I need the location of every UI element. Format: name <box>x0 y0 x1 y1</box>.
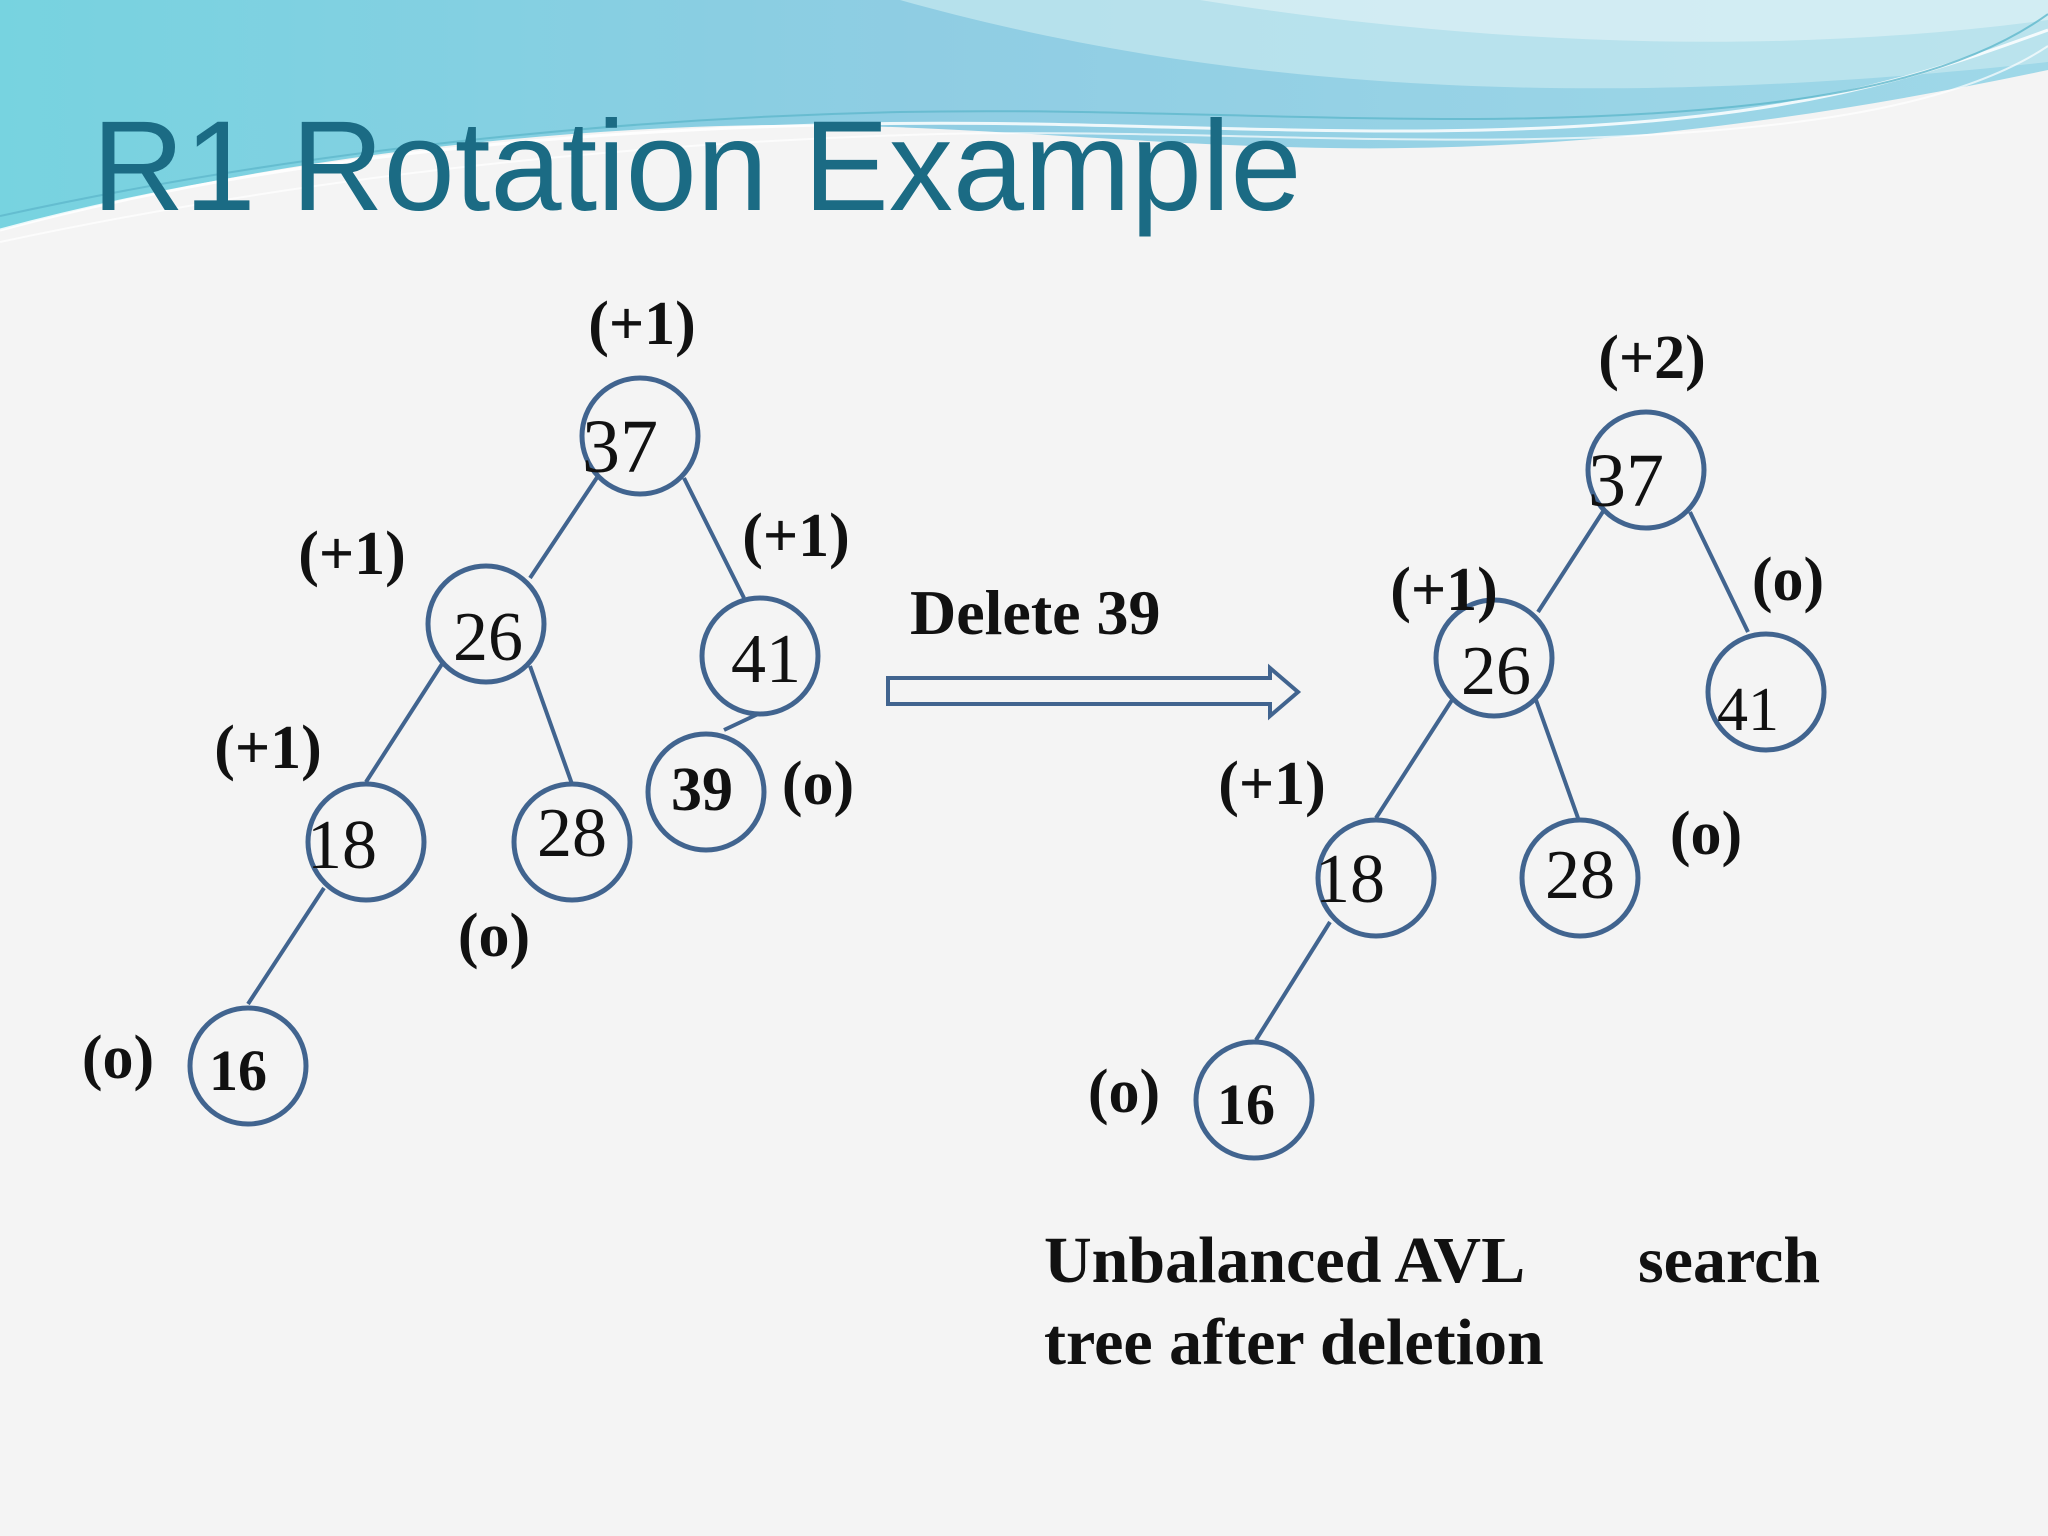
node-26: 26 <box>425 563 547 685</box>
balance-factor-41: (o) <box>1752 546 1824 614</box>
operation-arrow <box>886 663 1302 721</box>
edge-26-28 <box>1534 699 1580 819</box>
node-value: 16 <box>209 1038 267 1103</box>
balance-factor-26: (+1) <box>298 520 406 588</box>
operation: Delete 39 <box>886 577 1302 721</box>
edge-26-28 <box>528 665 574 785</box>
balance-factor-41: (+1) <box>742 502 850 570</box>
edge-18-16 <box>1254 920 1332 1042</box>
node-18: 18 <box>1315 817 1437 939</box>
balance-factor-18: (+1) <box>214 714 322 782</box>
edge-37-26 <box>1536 508 1606 614</box>
node-value: 26 <box>1461 633 1531 710</box>
node-value: 18 <box>307 807 377 884</box>
edge-18-16 <box>246 886 326 1006</box>
balance-factor-39: (o) <box>782 750 854 818</box>
caption-line2: tree after deletion <box>1044 1306 1544 1379</box>
balance-factor-16: (o) <box>82 1024 154 1092</box>
node-value: 28 <box>537 795 607 872</box>
node-16: 16 <box>1193 1039 1315 1161</box>
balance-factor-28: (o) <box>458 902 530 970</box>
node-value: 39 <box>671 756 733 824</box>
caption-line1-a: Unbalanced AVL <box>1044 1224 1525 1297</box>
edge-37-41 <box>682 477 746 599</box>
node-37: 37 <box>1585 409 1707 531</box>
balance-factor-37: (+2) <box>1598 324 1706 392</box>
caption: Unbalanced AVL search tree after deletio… <box>1044 1224 1820 1379</box>
edge-26-18 <box>364 662 444 784</box>
operation-label: Delete 39 <box>910 577 1161 648</box>
edge-37-41 <box>1688 511 1750 633</box>
node-value: 28 <box>1545 837 1615 914</box>
node-value: 18 <box>1315 841 1385 918</box>
node-37: 37 <box>579 375 701 497</box>
balance-factor-26: (+1) <box>1390 556 1498 624</box>
node-41: 41 <box>699 595 821 717</box>
node-41: 41 <box>1705 631 1827 753</box>
node-28: 28 <box>1519 817 1641 939</box>
edge-37-26 <box>528 474 600 580</box>
node-value: 26 <box>453 599 523 676</box>
edge-41-39 <box>723 712 759 732</box>
before-tree: 37 26 41 18 28 39 <box>82 290 854 1127</box>
caption-line1-b: search <box>1638 1224 1820 1297</box>
edge-26-18 <box>1374 698 1454 820</box>
node-value: 41 <box>1717 676 1779 744</box>
node-16: 16 <box>187 1005 309 1127</box>
node-18: 18 <box>305 781 427 903</box>
node-39: 39 <box>645 731 767 853</box>
balance-factor-37: (+1) <box>588 290 696 358</box>
node-value: 41 <box>731 621 801 698</box>
balance-factor-16: (o) <box>1088 1058 1160 1126</box>
slide-title: R1 Rotation Example <box>92 95 1302 238</box>
balance-factor-18: (+1) <box>1218 750 1326 818</box>
node-value: 37 <box>1588 439 1664 523</box>
balance-factor-28: (o) <box>1670 800 1742 868</box>
node-26: 26 <box>1433 597 1555 719</box>
node-28: 28 <box>511 781 633 903</box>
node-value: 16 <box>1217 1072 1275 1137</box>
after-tree: 37 26 41 18 28 16 (+2) (+ <box>1088 324 1827 1161</box>
node-value: 37 <box>582 405 658 489</box>
header-wave-decoration <box>0 0 2048 243</box>
